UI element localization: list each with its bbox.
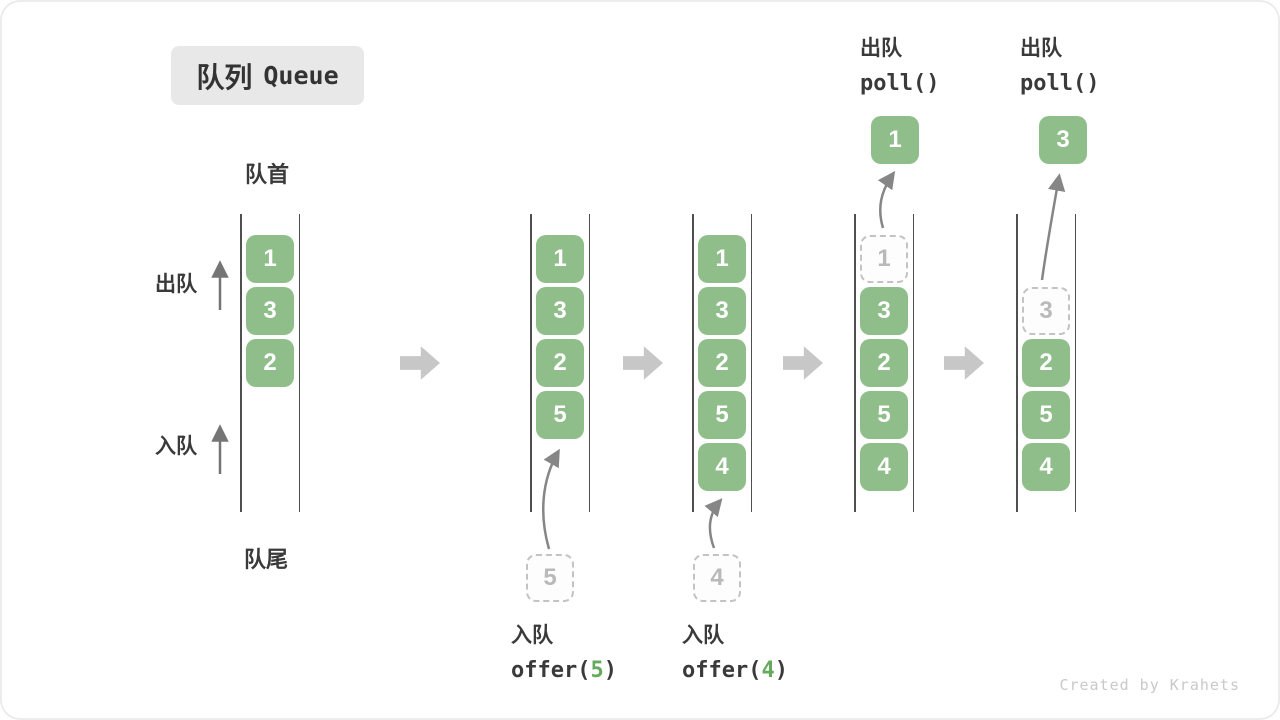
op-poll-1-label: 出队 [860, 37, 902, 60]
staged-value-box: 4 [693, 554, 741, 602]
polled-value-box: 3 [1039, 116, 1087, 164]
staged-value-box: 5 [526, 554, 574, 602]
queue-cell: 2 [1022, 339, 1070, 387]
queue-wall-left [854, 214, 856, 512]
op-poll-1-code: poll() [860, 71, 940, 96]
code-arg: 5 [590, 658, 604, 683]
op-enqueue-4-label: 入队 [682, 624, 724, 647]
dequeue-side-label: 出队 [155, 273, 197, 296]
queue-cell: 3 [698, 287, 746, 335]
queue-cell: 3 [860, 287, 908, 335]
queue-cell: 3 [246, 287, 294, 335]
op-enqueue-5: 入队 offer(5) [511, 619, 617, 683]
queue-wall-left [240, 214, 242, 512]
queue-cell: 3 [536, 287, 584, 335]
queue-cell: 1 [698, 235, 746, 283]
queue-cell: 5 [1022, 391, 1070, 439]
watermark: Created by Krahets [1059, 676, 1240, 694]
op-poll-1: 出队 poll() [860, 32, 939, 96]
op-poll-2-code: poll() [1020, 71, 1100, 96]
op-poll-2: 出队 poll() [1020, 32, 1099, 96]
queue-wall-left [692, 214, 694, 512]
queue-cell: 2 [246, 339, 294, 387]
queue-cell-removed: 3 [1022, 287, 1070, 335]
op-poll-2-label: 出队 [1020, 37, 1062, 60]
queue-cell: 1 [246, 235, 294, 283]
title-en: Queue [263, 61, 339, 90]
code-prefix: offer( [511, 658, 591, 683]
op-enqueue-5-label: 入队 [511, 624, 553, 647]
code-suffix: ) [774, 658, 788, 683]
queue-cell: 4 [698, 443, 746, 491]
code-arg: 4 [761, 658, 775, 683]
queue-wall-right [1074, 214, 1076, 512]
queue-wall-right [750, 214, 752, 512]
code-prefix: offer( [682, 658, 762, 683]
queue-cell: 5 [536, 391, 584, 439]
title-box: 队列 Queue [171, 46, 364, 105]
op-enqueue-5-code: offer(5) [511, 658, 617, 683]
queue-cell: 1 [536, 235, 584, 283]
queue-rear-label: 队尾 [244, 547, 289, 572]
op-enqueue-4: 入队 offer(4) [682, 619, 788, 683]
queue-cell: 5 [860, 391, 908, 439]
queue-wall-left [1016, 214, 1018, 512]
queue-cell: 4 [1022, 443, 1070, 491]
queue-cell: 2 [698, 339, 746, 387]
queue-cell: 4 [860, 443, 908, 491]
op-enqueue-4-code: offer(4) [682, 658, 788, 683]
queue-cell: 2 [536, 339, 584, 387]
enqueue-side-label: 入队 [155, 435, 197, 458]
polled-value-box: 1 [871, 116, 919, 164]
queue-front-label: 队首 [245, 162, 290, 187]
queue-wall-right [298, 214, 300, 512]
queue-cell: 5 [698, 391, 746, 439]
code-suffix: ) [603, 658, 617, 683]
queue-wall-right [912, 214, 914, 512]
queue-wall-left [530, 214, 532, 512]
queue-cell-removed: 1 [860, 235, 908, 283]
queue-cell: 2 [860, 339, 908, 387]
title-zh: 队列 [196, 61, 253, 93]
queue-wall-right [588, 214, 590, 512]
